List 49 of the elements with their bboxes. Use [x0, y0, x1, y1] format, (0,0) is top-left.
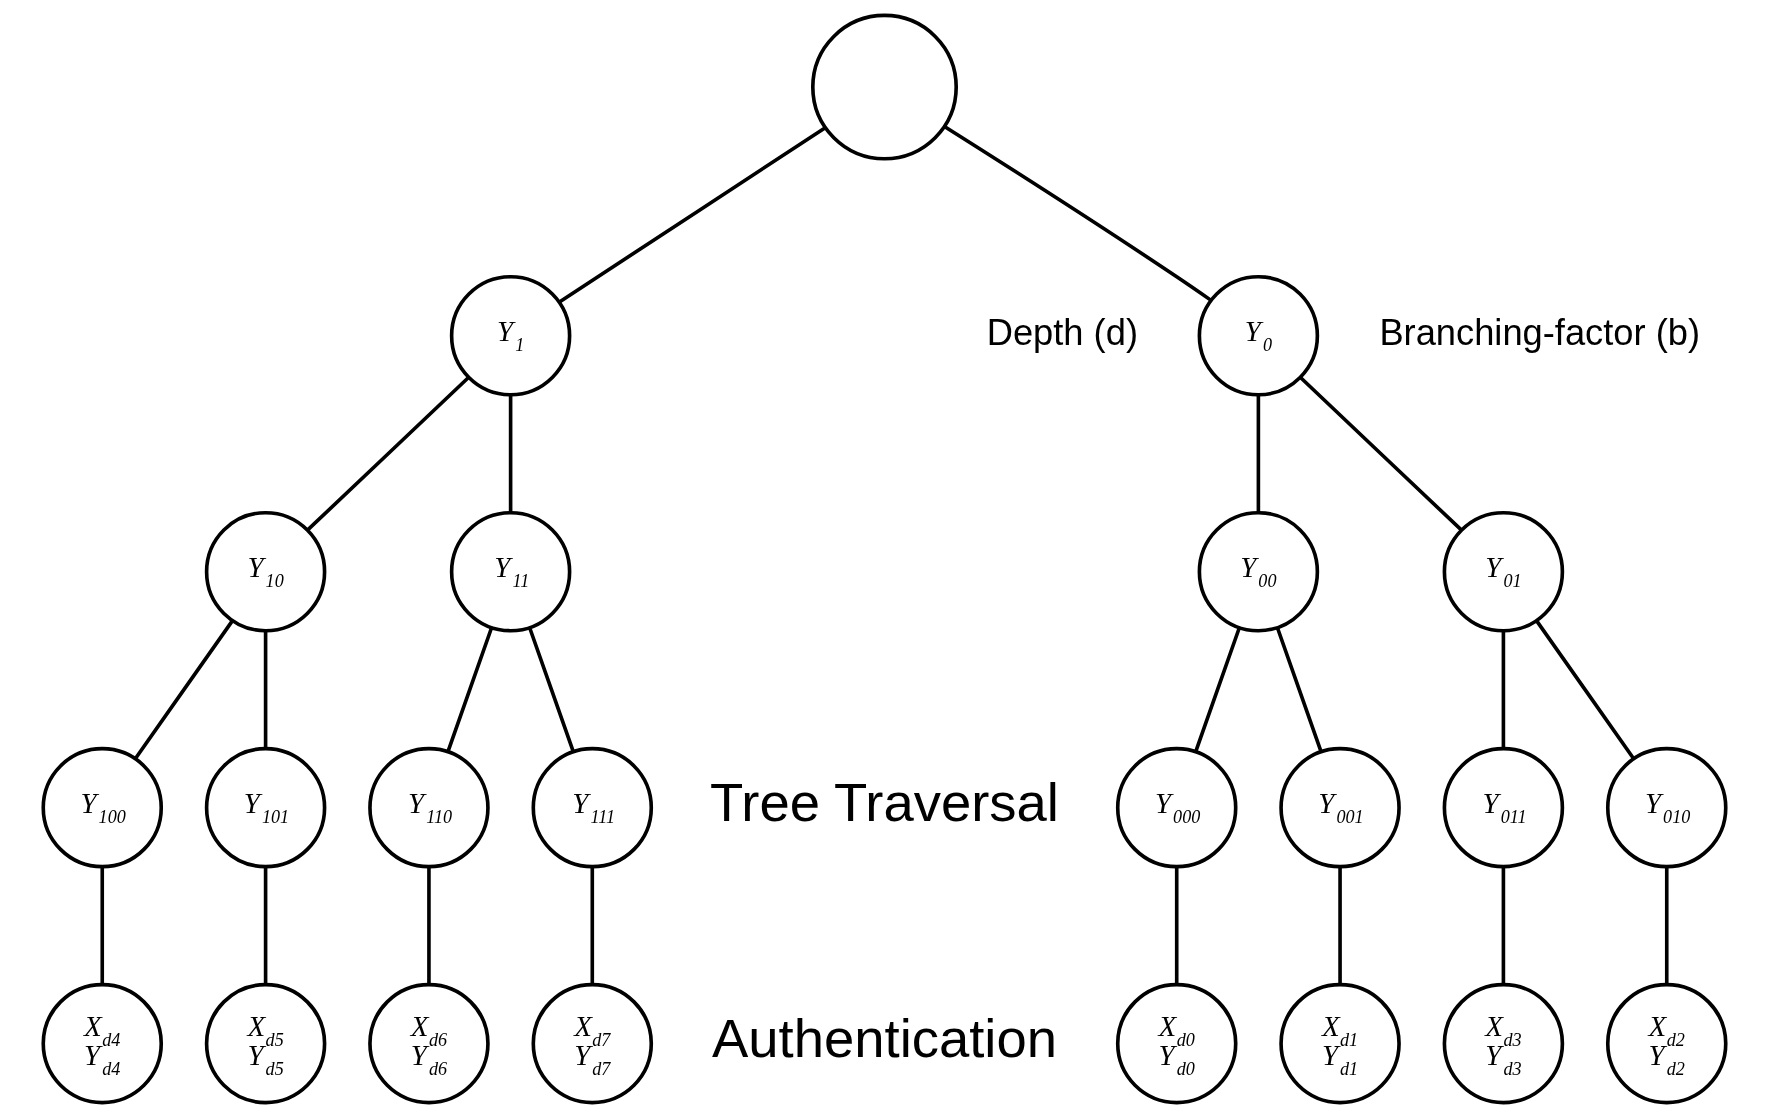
node-circle: Y$_{000}$	[1115, 746, 1237, 869]
connector	[557, 126, 826, 304]
connector	[943, 125, 1212, 302]
connector	[99, 866, 104, 985]
connector	[527, 627, 575, 753]
node-circle: Y$_{0}$	[1197, 274, 1319, 397]
connector	[1337, 866, 1342, 985]
node-circle: Y$_{001}$	[1278, 746, 1401, 869]
connector	[445, 627, 493, 753]
connector	[1534, 620, 1635, 760]
node-circle: Y$_{1}$	[449, 274, 571, 397]
node-circle: X$_{d4}$ Y$_{d4}$	[40, 982, 163, 1105]
node-circle: X$_{d2}$ Y$_{d2}$	[1605, 982, 1728, 1105]
connector	[1298, 376, 1462, 531]
node-circle: Y$_{011}$	[1442, 746, 1564, 869]
node-circle: X$_{d5}$ Y$_{d5}$	[204, 982, 326, 1105]
connector	[1501, 866, 1505, 985]
connector	[1256, 395, 1260, 513]
node-circle: X$_{d7}$ Y$_{d7}$	[531, 982, 653, 1105]
connector	[1664, 866, 1669, 985]
connector	[426, 866, 431, 985]
label: Branching-factor (b)	[1378, 311, 1700, 353]
node-circle: Y$_{00}$	[1197, 510, 1319, 633]
node-circle: Y$_{110}$	[367, 746, 490, 869]
node-circle: Y$_{01}$	[1442, 510, 1564, 633]
label: Tree Traversal	[709, 772, 1059, 834]
connector	[263, 866, 267, 985]
connector	[133, 620, 234, 760]
connector	[1174, 866, 1179, 985]
connector	[1501, 630, 1505, 749]
connector	[508, 395, 512, 513]
node-circle: Y$_{111}$	[531, 746, 653, 869]
node-circle: Y$_{100}$	[40, 746, 163, 869]
connector	[1275, 627, 1323, 753]
connector	[263, 630, 267, 749]
node-circle: X$_{d3}$ Y$_{d3}$	[1442, 982, 1564, 1105]
label: Depth (d)	[986, 311, 1138, 353]
node-circle	[810, 13, 958, 161]
node-circle: Y$_{010}$	[1605, 746, 1728, 869]
node-circle: Y$_{10}$	[204, 510, 326, 633]
connector	[589, 866, 594, 985]
node-circle: Y$_{101}$	[204, 746, 326, 869]
connector	[306, 376, 470, 531]
node-circle: X$_{d6}$ Y$_{d6}$	[367, 982, 490, 1105]
node-circle: X$_{d0}$ Y$_{d0}$	[1115, 982, 1237, 1105]
node-circle: Y$_{11}$	[449, 510, 571, 633]
node-circle: X$_{d1}$ Y$_{d1}$	[1278, 982, 1401, 1105]
connector	[1193, 627, 1241, 753]
label: Authentication	[711, 1008, 1057, 1070]
